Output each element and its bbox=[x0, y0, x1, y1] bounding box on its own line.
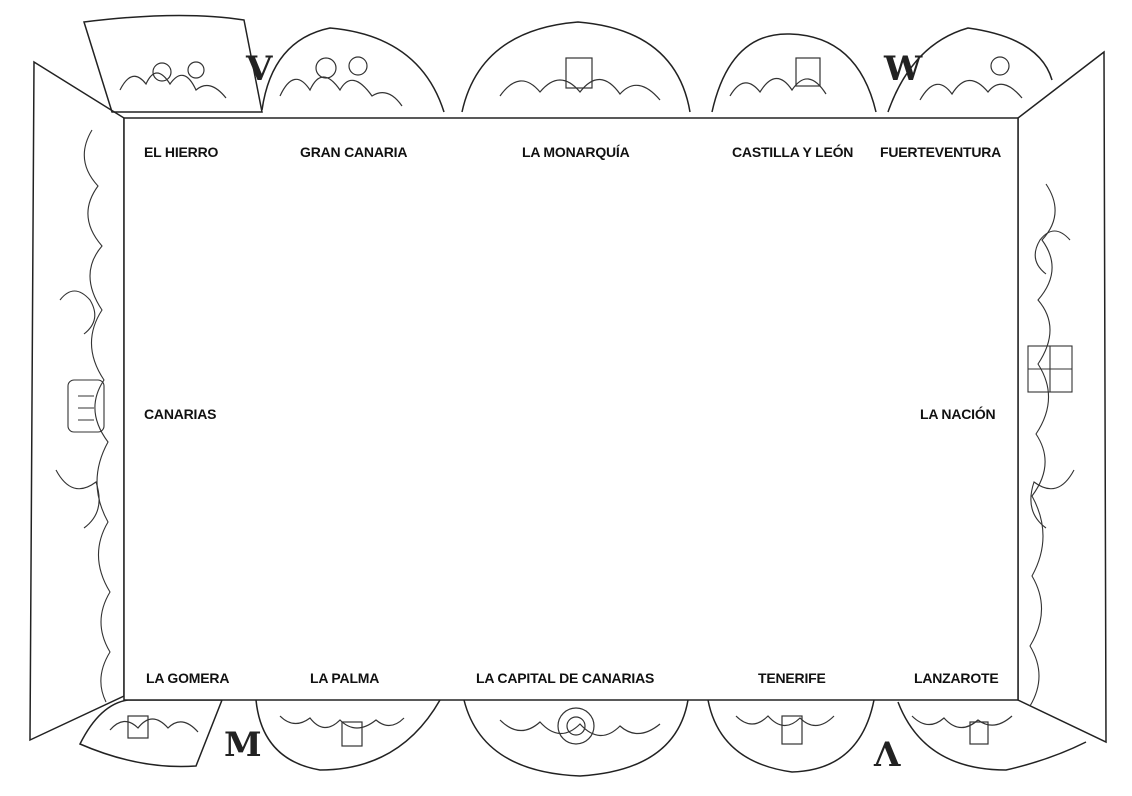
bottom-panels bbox=[78, 699, 1087, 777]
label-castilla-y-leon: CASTILLA Y LEÓN bbox=[732, 144, 854, 160]
label-la-gomera: LA GOMERA bbox=[146, 670, 230, 686]
top-scene-sketches bbox=[119, 56, 1023, 107]
right-side-panel bbox=[1017, 50, 1107, 744]
label-la-monarquia: LA MONARQUÍA bbox=[522, 144, 630, 160]
left-column-sketch bbox=[55, 129, 111, 703]
glyph-bottom-right: Λ bbox=[874, 735, 901, 775]
bottom-scene-sketches bbox=[109, 707, 1013, 747]
label-canarias: CANARIAS bbox=[144, 406, 217, 422]
label-gran-canaria: GRAN CANARIA bbox=[300, 144, 408, 160]
right-column-sketch bbox=[1027, 183, 1075, 707]
glyph-top-left: V bbox=[246, 49, 273, 89]
label-la-nacion: LA NACIÓN bbox=[920, 406, 996, 422]
label-el-hierro: EL HIERRO bbox=[144, 144, 219, 160]
glyph-bottom-left: M bbox=[224, 725, 262, 765]
label-tenerife: TENERIFE bbox=[758, 670, 826, 686]
left-side-panel bbox=[29, 60, 125, 742]
label-la-capital-de-canarias: LA CAPITAL DE CANARIAS bbox=[476, 670, 655, 686]
central-panel bbox=[123, 117, 1019, 701]
label-la-palma: LA PALMA bbox=[310, 670, 380, 686]
glyph-top-right: W bbox=[884, 49, 923, 89]
label-lanzarote: LANZAROTE bbox=[914, 670, 999, 686]
top-panels bbox=[83, 14, 1053, 113]
label-fuerteventura: FUERTEVENTURA bbox=[880, 144, 1002, 160]
